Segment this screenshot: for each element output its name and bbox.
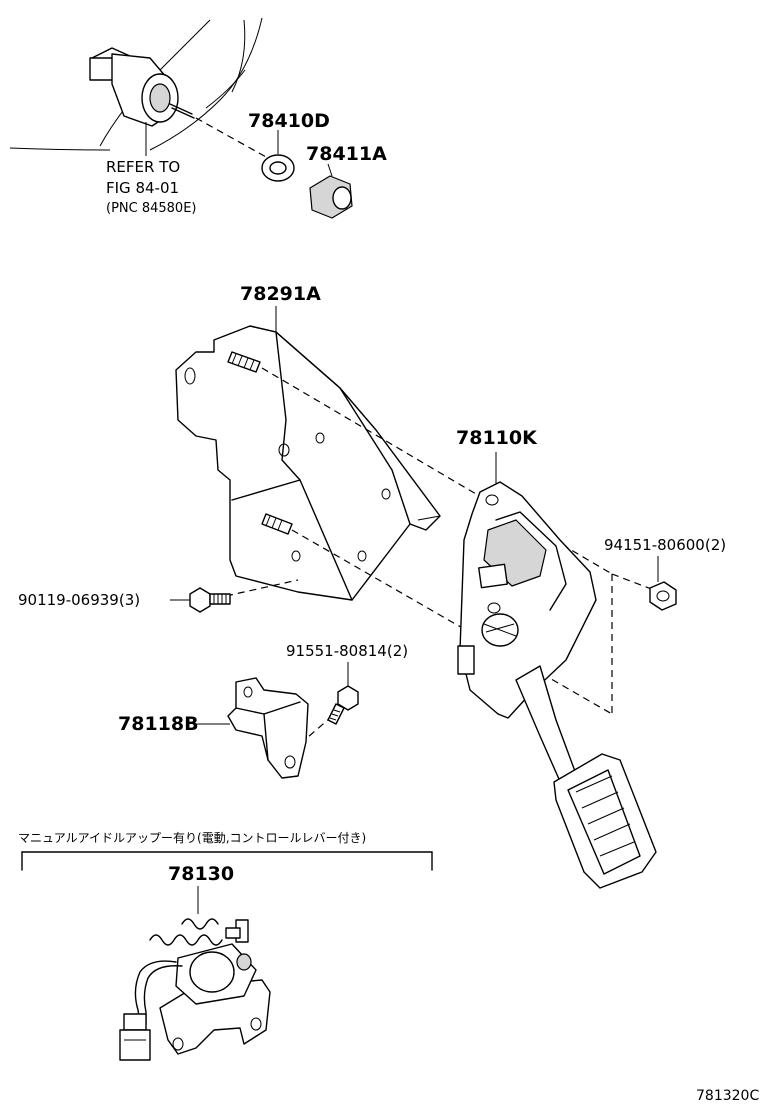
part-78118B-label: 78118B [118, 713, 199, 735]
refer-to-line1: REFER TO [106, 158, 180, 176]
part-78411A-label: 78411A [306, 143, 387, 165]
cushion-stopper-icon [309, 163, 353, 219]
stud-bolt-upper-icon [227, 351, 261, 373]
pedal-bracket-icon [175, 325, 441, 601]
accelerator-pedal-icon [457, 481, 657, 889]
part-91551-label: 91551-80814(2) [286, 642, 408, 660]
pedal-bracket-background-outline [9, 17, 263, 151]
stud-bolt-lower-icon [261, 513, 293, 535]
flange-nut-icon [649, 581, 677, 611]
condition-note: マニュアルアイドルアップー有り(電動,コントロールレバー付き) [18, 831, 366, 845]
condition-bracket-line [21, 851, 433, 871]
figure-code: 781320C [696, 1088, 759, 1104]
bolt-90119-icon [189, 587, 231, 613]
idle-up-actuator-icon [119, 918, 271, 1061]
part-78291A-label: 78291A [240, 283, 321, 305]
part-94151-label: 94151-80600(2) [604, 536, 726, 554]
bolt-91551-icon [327, 685, 359, 725]
bracket-78118B-icon [227, 677, 309, 779]
part-78130-label: 78130 [168, 863, 234, 885]
stop-lamp-switch-icon [89, 47, 269, 159]
lock-nut-icon [261, 130, 295, 182]
part-90119-label: 90119-06939(3) [18, 591, 140, 609]
refer-to-line3: (PNC 84580E) [106, 201, 197, 216]
part-78110K-label: 78110K [456, 427, 538, 449]
part-78410D-label: 78410D [248, 110, 330, 132]
refer-to-line2: FIG 84-01 [106, 179, 179, 197]
